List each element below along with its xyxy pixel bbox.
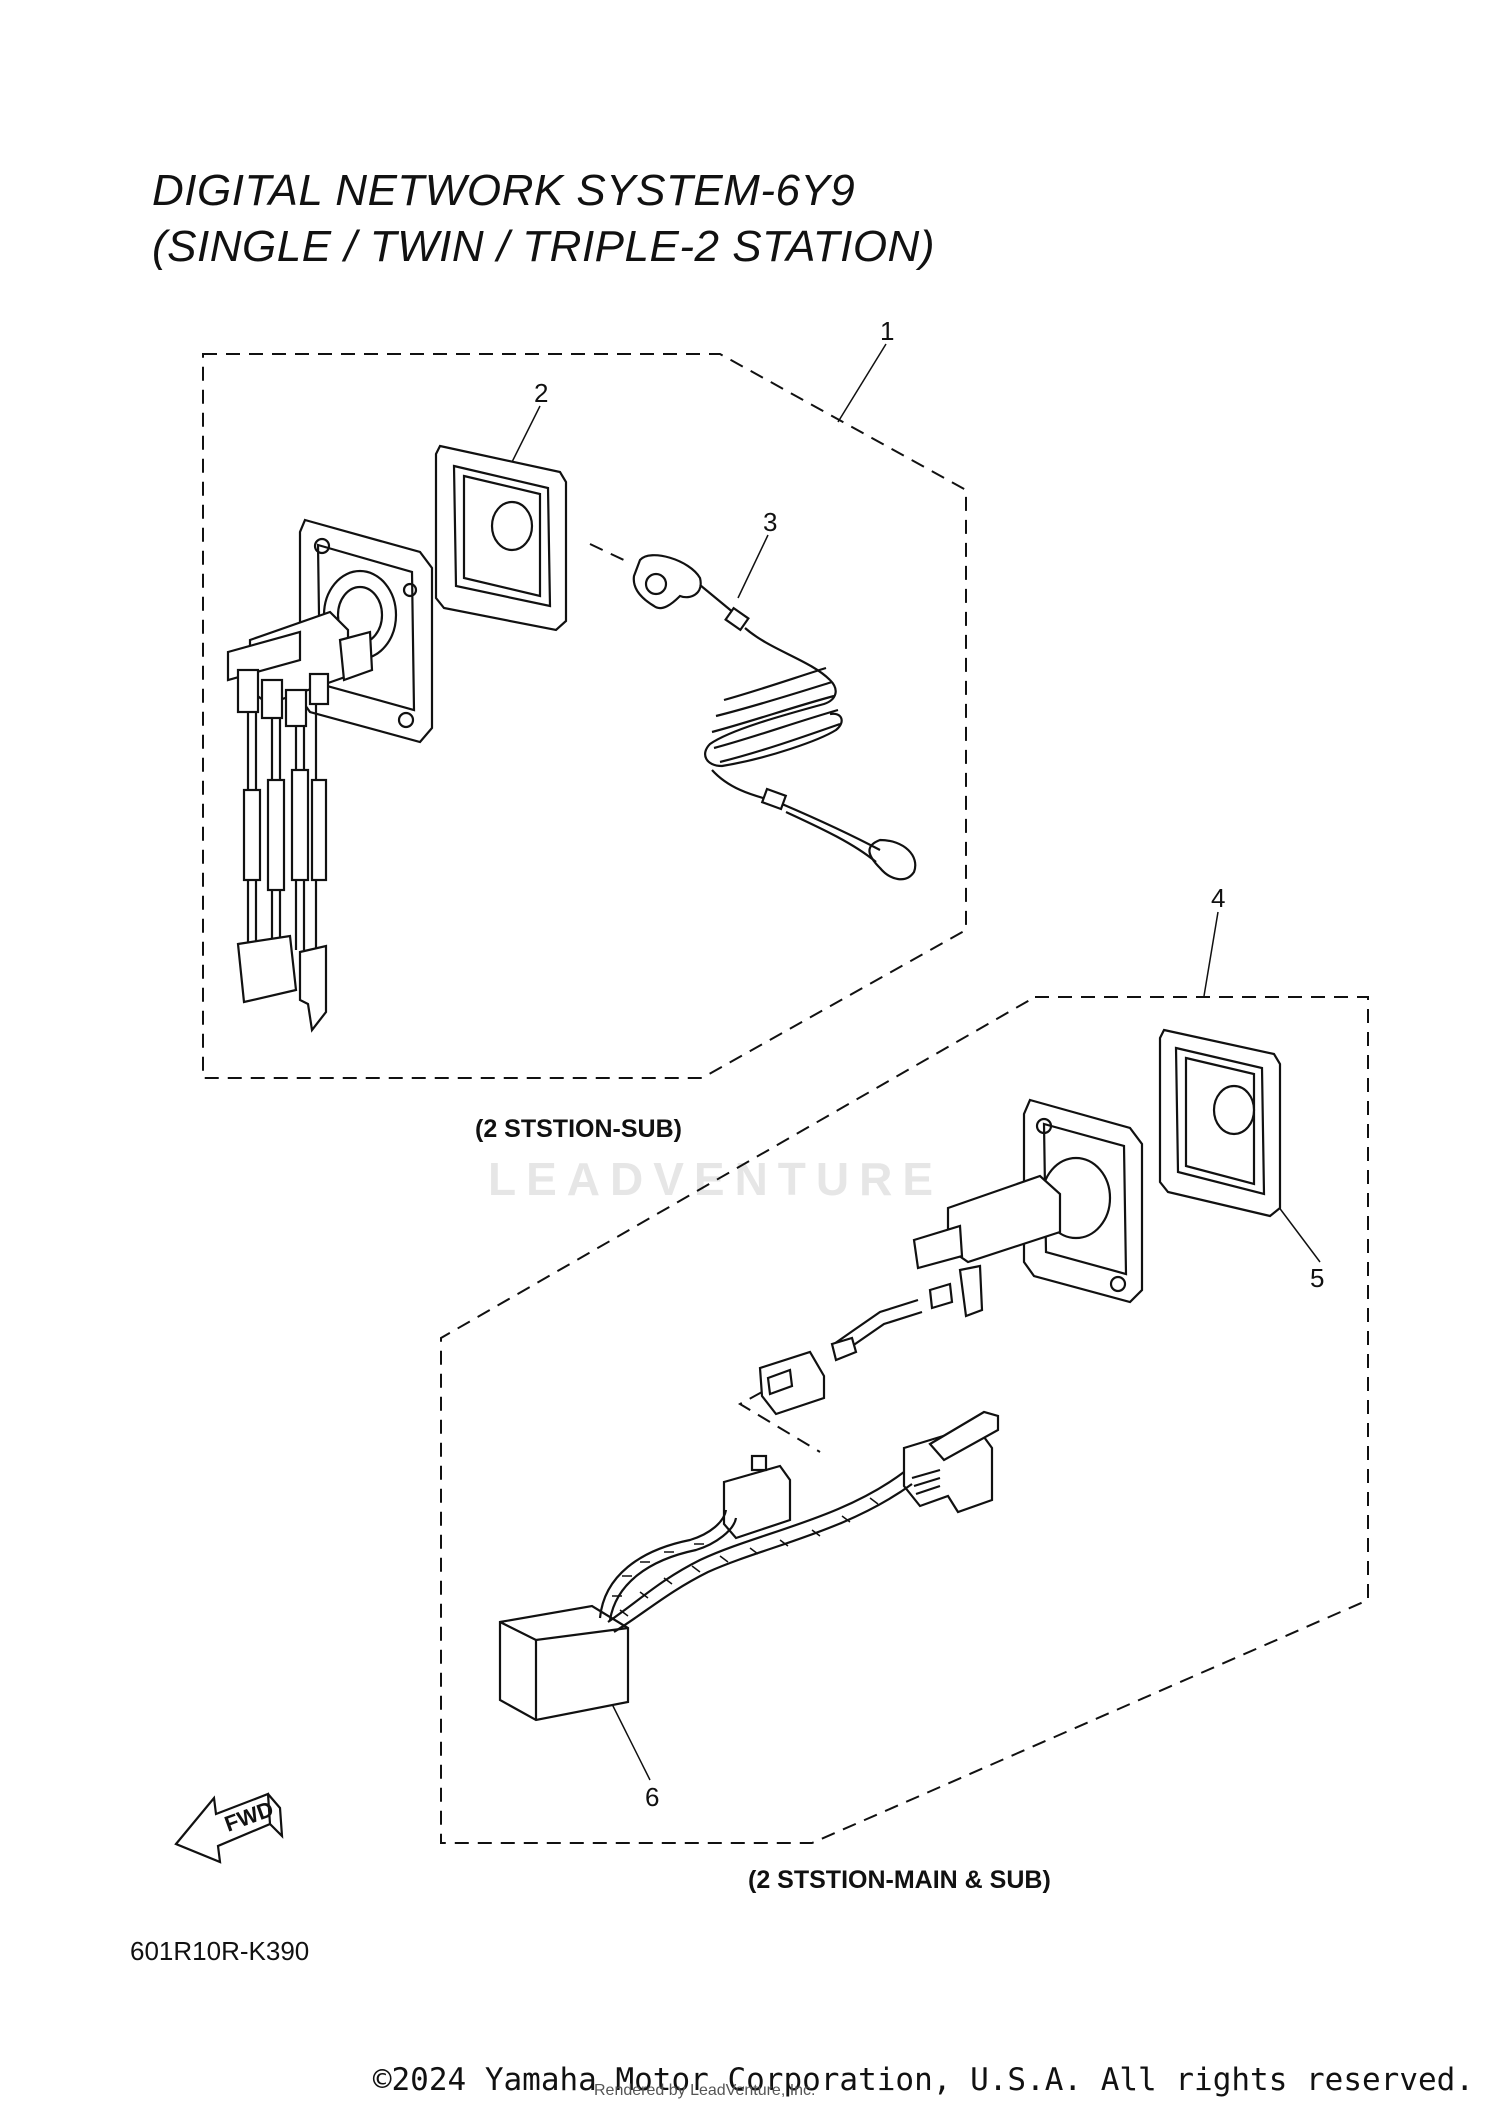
part-label-3: 3 [763,507,777,537]
copyright-notice: ©2024 Yamaha Motor Corporation, U.S.A. A… [372,2062,1474,2098]
reference-code: 601R10R-K390 [130,1936,310,1966]
group-4-boundary [440,996,1369,1844]
part-label-2: 2 [534,378,548,408]
rendered-by-note: Rendered by LeadVenture, Inc. [594,2082,816,2099]
connection-line-upper [589,543,629,563]
watermark-text: LEADVENTURE [488,1153,944,1205]
part-6-harness [498,1410,1000,1722]
leader-line-4 [1203,911,1219,997]
part-5-seal [1158,1028,1282,1218]
part-2-seal [434,444,568,632]
leader-line-1 [837,343,887,423]
part-label-4: 4 [1211,883,1225,913]
connection-line-lower [737,1391,821,1453]
part-3-lanyard [632,554,917,881]
fwd-arrow-icon: FWD [174,1792,284,1864]
group-1-boundary [202,353,967,1079]
part-label-5: 5 [1310,1263,1324,1293]
diagram-title-line2: (SINGLE / TWIN / TRIPLE-2 STATION) [152,222,935,271]
leader-line-6 [609,1699,651,1781]
leader-line-3 [737,534,769,599]
part-label-6: 6 [645,1782,659,1812]
diagram-title-line1: DIGITAL NETWORK SYSTEM-6Y9 [152,166,856,215]
leader-line-5 [1277,1205,1321,1263]
caption-2-station-main-sub: (2 STSTION-MAIN & SUB) [748,1866,1051,1894]
part-label-1: 1 [880,316,894,346]
part-4-switch-assembly [758,1098,1144,1416]
leader-line-2 [511,405,541,463]
caption-2-station-sub: (2 STSTION-SUB) [475,1115,682,1143]
part-1-switch-assembly [226,518,434,1033]
